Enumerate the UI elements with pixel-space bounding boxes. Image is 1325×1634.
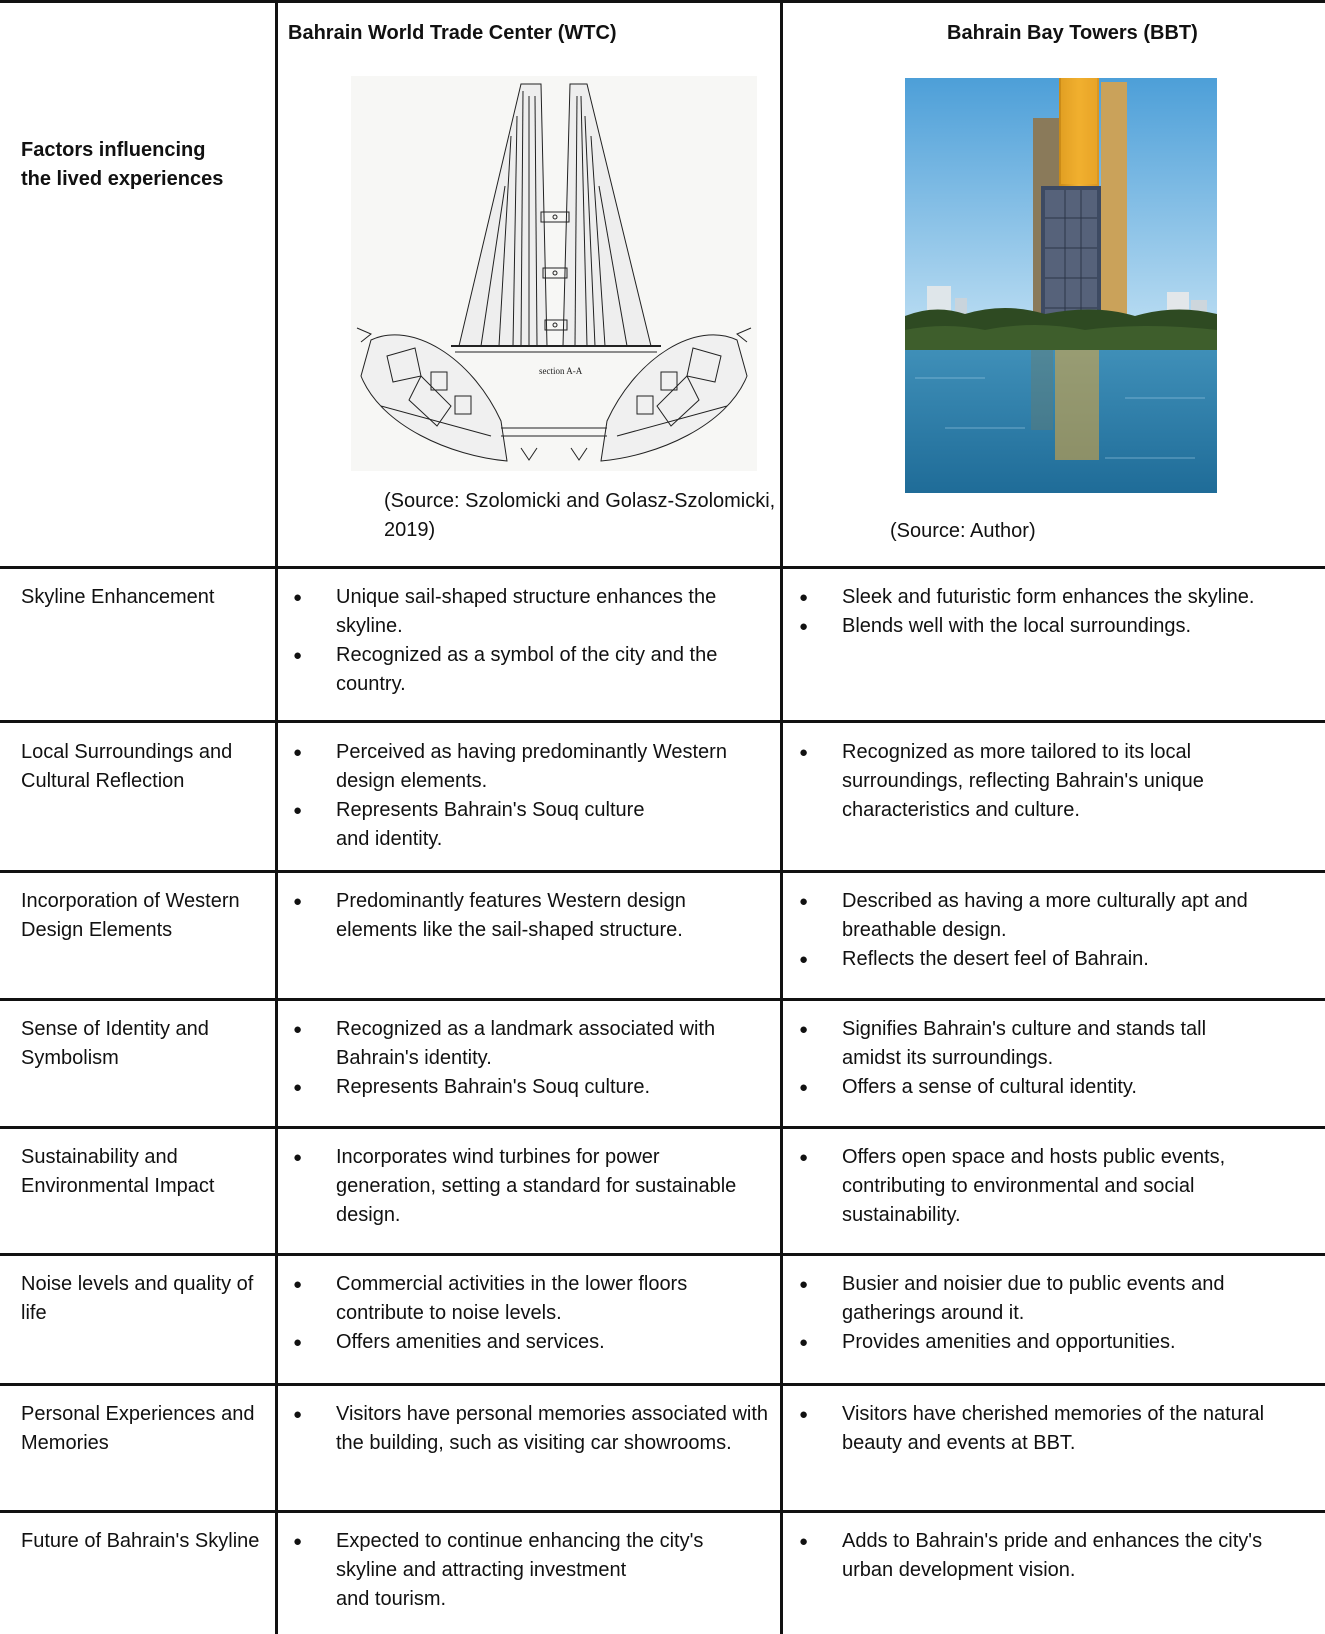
wtc-bullet: Expected to continue enhancing the city'… <box>293 1527 770 1614</box>
row-divider <box>0 998 1325 1001</box>
wtc-cell: Recognized as a landmark associated with… <box>290 1015 770 1102</box>
bbt-source-caption: (Source: Author) <box>890 520 1036 542</box>
wtc-bullet: Commercial activities in the lower floor… <box>293 1270 770 1328</box>
row-divider <box>0 1253 1325 1256</box>
column-header-wtc: Bahrain World Trade Center (WTC) <box>288 22 617 44</box>
wtc-bullet: Represents Bahrain's Souq culture and id… <box>293 796 770 854</box>
row-divider <box>0 566 1325 569</box>
column-divider <box>780 0 783 1634</box>
wtc-cell: Predominantly features Western design el… <box>290 887 770 945</box>
bbt-cell: Busier and noisier due to public events … <box>796 1270 1316 1357</box>
wtc-source-caption: (Source: Szolomicki and Golasz-Szolomick… <box>384 490 776 541</box>
factor-label: Personal Experiences and Memories <box>21 1403 255 1454</box>
wtc-section-drawing: section A-A <box>351 76 757 471</box>
row-divider <box>0 1126 1325 1129</box>
column-divider <box>275 0 278 1634</box>
bbt-cell: Visitors have cherished memories of the … <box>796 1400 1316 1458</box>
wtc-bullet: Incorporates wind turbines for power gen… <box>293 1143 780 1230</box>
bbt-cell: Signifies Bahrain's culture and stands t… <box>796 1015 1316 1102</box>
factor-label: Sense of Identity and Symbolism <box>21 1018 209 1069</box>
row-divider <box>0 720 1325 723</box>
bbt-bullet: Signifies Bahrain's culture and stands t… <box>799 1015 1316 1073</box>
column-header-bbt: Bahrain Bay Towers (BBT) <box>947 22 1198 44</box>
row-divider <box>0 1383 1325 1386</box>
bbt-bullet: Offers a sense of cultural identity. <box>799 1073 1316 1102</box>
wtc-cell: Expected to continue enhancing the city'… <box>290 1527 770 1614</box>
factors-header: Factors influencing the lived experience… <box>21 139 224 190</box>
wtc-bullet: Recognized as a landmark associated with… <box>293 1015 770 1073</box>
factor-label: Incorporation of Western Design Elements <box>21 890 240 941</box>
table-border-top <box>0 0 1325 3</box>
wtc-cell: Perceived as having predominantly Wester… <box>290 738 770 854</box>
bbt-cell: Adds to Bahrain's pride and enhances the… <box>796 1527 1316 1585</box>
bbt-bullet: Reflects the desert feel of Bahrain. <box>799 945 1316 974</box>
factor-label: Skyline Enhancement <box>21 586 215 608</box>
wtc-cell: Commercial activities in the lower floor… <box>290 1270 770 1357</box>
wtc-bullet: Visitors have personal memories associat… <box>293 1400 778 1458</box>
row-divider <box>0 870 1325 873</box>
wtc-bullet: Unique sail-shaped structure enhances th… <box>293 583 770 641</box>
bbt-bullet: Busier and noisier due to public events … <box>799 1270 1316 1328</box>
bbt-bullet: Offers open space and hosts public event… <box>799 1143 1316 1230</box>
wtc-bullet: Offers amenities and services. <box>293 1328 770 1357</box>
wtc-cell: Visitors have personal memories associat… <box>290 1400 778 1458</box>
wtc-bullet: Predominantly features Western design el… <box>293 887 770 945</box>
bbt-cell: Offers open space and hosts public event… <box>796 1143 1316 1230</box>
bbt-bullet: Blends well with the local surroundings. <box>799 612 1316 641</box>
drawing-caption: section A-A <box>539 366 583 376</box>
bbt-bullet: Visitors have cherished memories of the … <box>799 1400 1316 1458</box>
bbt-bullet: Adds to Bahrain's pride and enhances the… <box>799 1527 1316 1585</box>
bbt-bullet: Sleek and futuristic form enhances the s… <box>799 583 1316 612</box>
wtc-cell: Incorporates wind turbines for power gen… <box>290 1143 780 1230</box>
factor-label: Local Surroundings and Cultural Reflecti… <box>21 741 233 792</box>
bbt-bullet: Recognized as more tailored to its local… <box>799 738 1316 825</box>
factor-label: Noise levels and quality of life <box>21 1273 254 1324</box>
wtc-bullet: Perceived as having predominantly Wester… <box>293 738 770 796</box>
factor-label: Future of Bahrain's Skyline <box>21 1530 260 1552</box>
bbt-bullet: Provides amenities and opportunities. <box>799 1328 1316 1357</box>
bbt-cell: Sleek and futuristic form enhances the s… <box>796 583 1316 641</box>
bbt-cell: Recognized as more tailored to its local… <box>796 738 1316 825</box>
bbt-photo <box>905 78 1217 493</box>
wtc-bullet: Represents Bahrain's Souq culture. <box>293 1073 770 1102</box>
wtc-bullet: Recognized as a symbol of the city and t… <box>293 641 770 699</box>
factor-label: Sustainability and Environmental Impact <box>21 1146 215 1197</box>
bbt-bullet: Described as having a more culturally ap… <box>799 887 1316 945</box>
wtc-cell: Unique sail-shaped structure enhances th… <box>290 583 770 699</box>
row-divider <box>0 1510 1325 1513</box>
bbt-cell: Described as having a more culturally ap… <box>796 887 1316 974</box>
